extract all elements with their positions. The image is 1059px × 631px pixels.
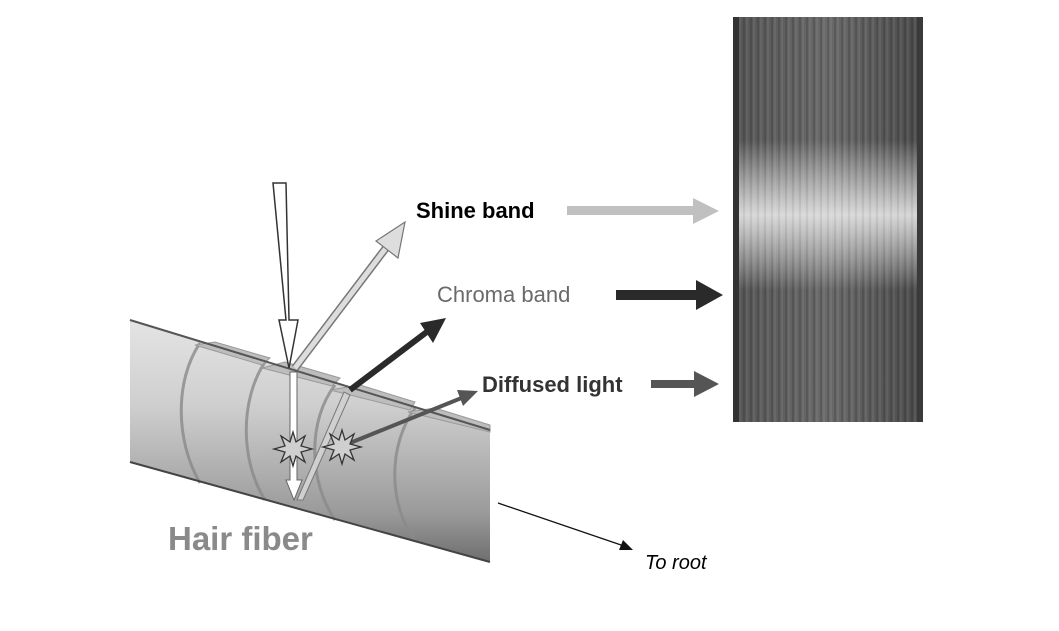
shine-band-pointer-arrow — [567, 198, 719, 224]
shine-band-label: Shine band — [416, 198, 535, 223]
to-root-label: To root — [645, 552, 707, 574]
chroma-arrow — [348, 318, 446, 393]
hair-micrograph-image — [733, 17, 923, 422]
diffused-arrow — [344, 390, 478, 447]
scatter-star-icon — [271, 427, 364, 469]
hair-fiber-label: Hair fiber — [168, 520, 313, 557]
diffused-light-pointer-arrow — [651, 371, 719, 397]
internal-reflection-arrow — [296, 391, 351, 501]
chroma-band-label: Chroma band — [437, 282, 571, 307]
diffused-light-label: Diffused light — [482, 372, 623, 397]
incident-light-arrow — [272, 182, 299, 369]
reflected-shine-arrow — [291, 220, 406, 371]
to-root-arrow — [497, 502, 633, 550]
chroma-band-pointer-arrow — [616, 280, 723, 310]
